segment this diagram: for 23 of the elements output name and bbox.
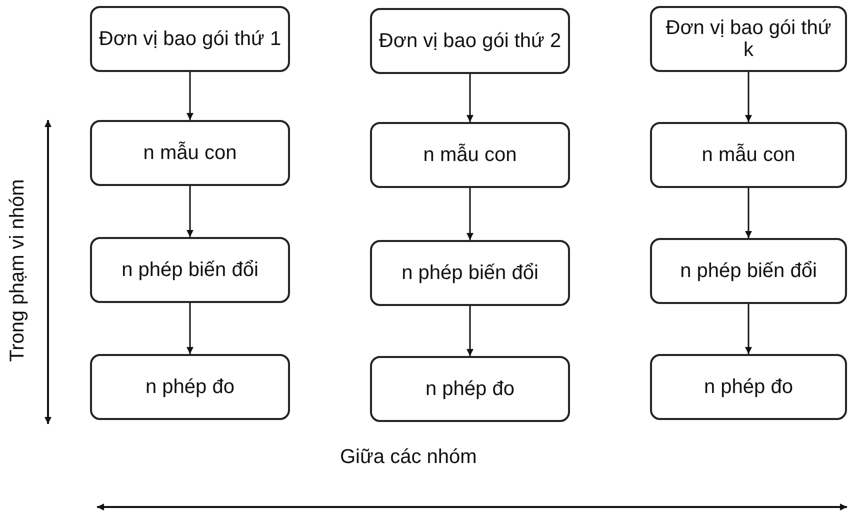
- process-box: n mẫu con: [650, 122, 847, 188]
- process-box: Đơn vị bao gói thứ 2: [370, 8, 570, 74]
- arrow: [186, 186, 194, 237]
- process-box: n mẫu con: [90, 120, 290, 186]
- axis-label: Giữa các nhóm: [340, 446, 477, 469]
- process-box: n phép đo: [650, 354, 847, 420]
- arrow: [186, 72, 194, 120]
- arrow: [466, 306, 474, 356]
- process-box: n phép biến đổi: [650, 238, 847, 304]
- process-box: n phép đo: [370, 356, 570, 422]
- process-box: Đơn vị bao gói thứ 1: [90, 6, 290, 72]
- process-box: n mẫu con: [370, 122, 570, 188]
- arrow: [186, 303, 194, 354]
- process-box: Đơn vị bao gói thứ k: [650, 6, 847, 72]
- process-box: n phép biến đổi: [370, 240, 570, 306]
- arrow: [745, 304, 752, 354]
- arrow: [466, 74, 474, 122]
- arrow: [466, 188, 474, 240]
- process-box: n phép biến đổi: [90, 237, 290, 303]
- arrow: [745, 72, 752, 122]
- axis-label: Trong phạm vi nhóm: [6, 178, 30, 364]
- process-box: n phép đo: [90, 354, 290, 420]
- arrow: [745, 188, 752, 238]
